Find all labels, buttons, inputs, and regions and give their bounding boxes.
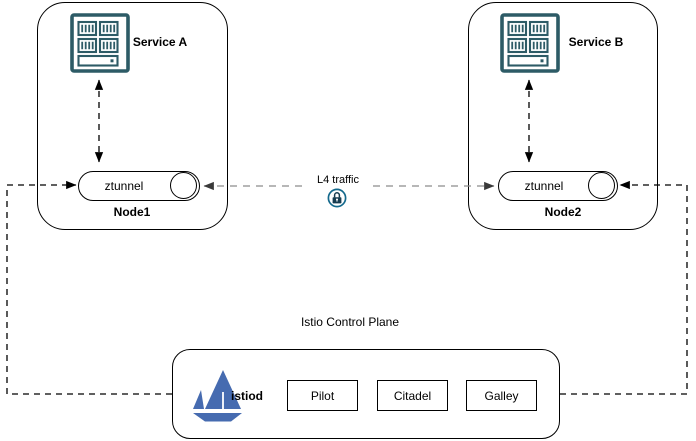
- service-b-label: Service B: [568, 35, 624, 49]
- tunnel-endcap-circle: [169, 172, 197, 199]
- pilot-label: Pilot: [310, 389, 335, 403]
- citadel-label: Citadel: [393, 389, 432, 403]
- component-box-citadel: Citadel: [377, 380, 448, 411]
- ztunnel-node2: ztunnel: [498, 171, 618, 201]
- lock-icon: [327, 188, 347, 208]
- l4-traffic-label: L4 traffic: [308, 174, 368, 187]
- server-icon: [70, 13, 130, 73]
- server-icon: [500, 13, 560, 73]
- ztunnel-node1: ztunnel: [78, 171, 200, 201]
- istio-sailboat-logo: [193, 370, 242, 422]
- galley-label: Galley: [484, 389, 519, 403]
- component-box-galley: Galley: [466, 380, 537, 411]
- ztunnel-label: ztunnel: [524, 178, 564, 193]
- component-box-pilot: Pilot: [287, 380, 358, 411]
- istiod-label: istiod: [231, 389, 263, 403]
- tunnel-endcap-circle: [587, 172, 615, 199]
- service-a-label: Service A: [132, 35, 188, 49]
- node1-label: Node1: [113, 205, 151, 219]
- control-plane-caption: Istio Control Plane: [300, 315, 400, 329]
- ztunnel-label: ztunnel: [104, 178, 144, 193]
- node2-label: Node2: [544, 205, 582, 219]
